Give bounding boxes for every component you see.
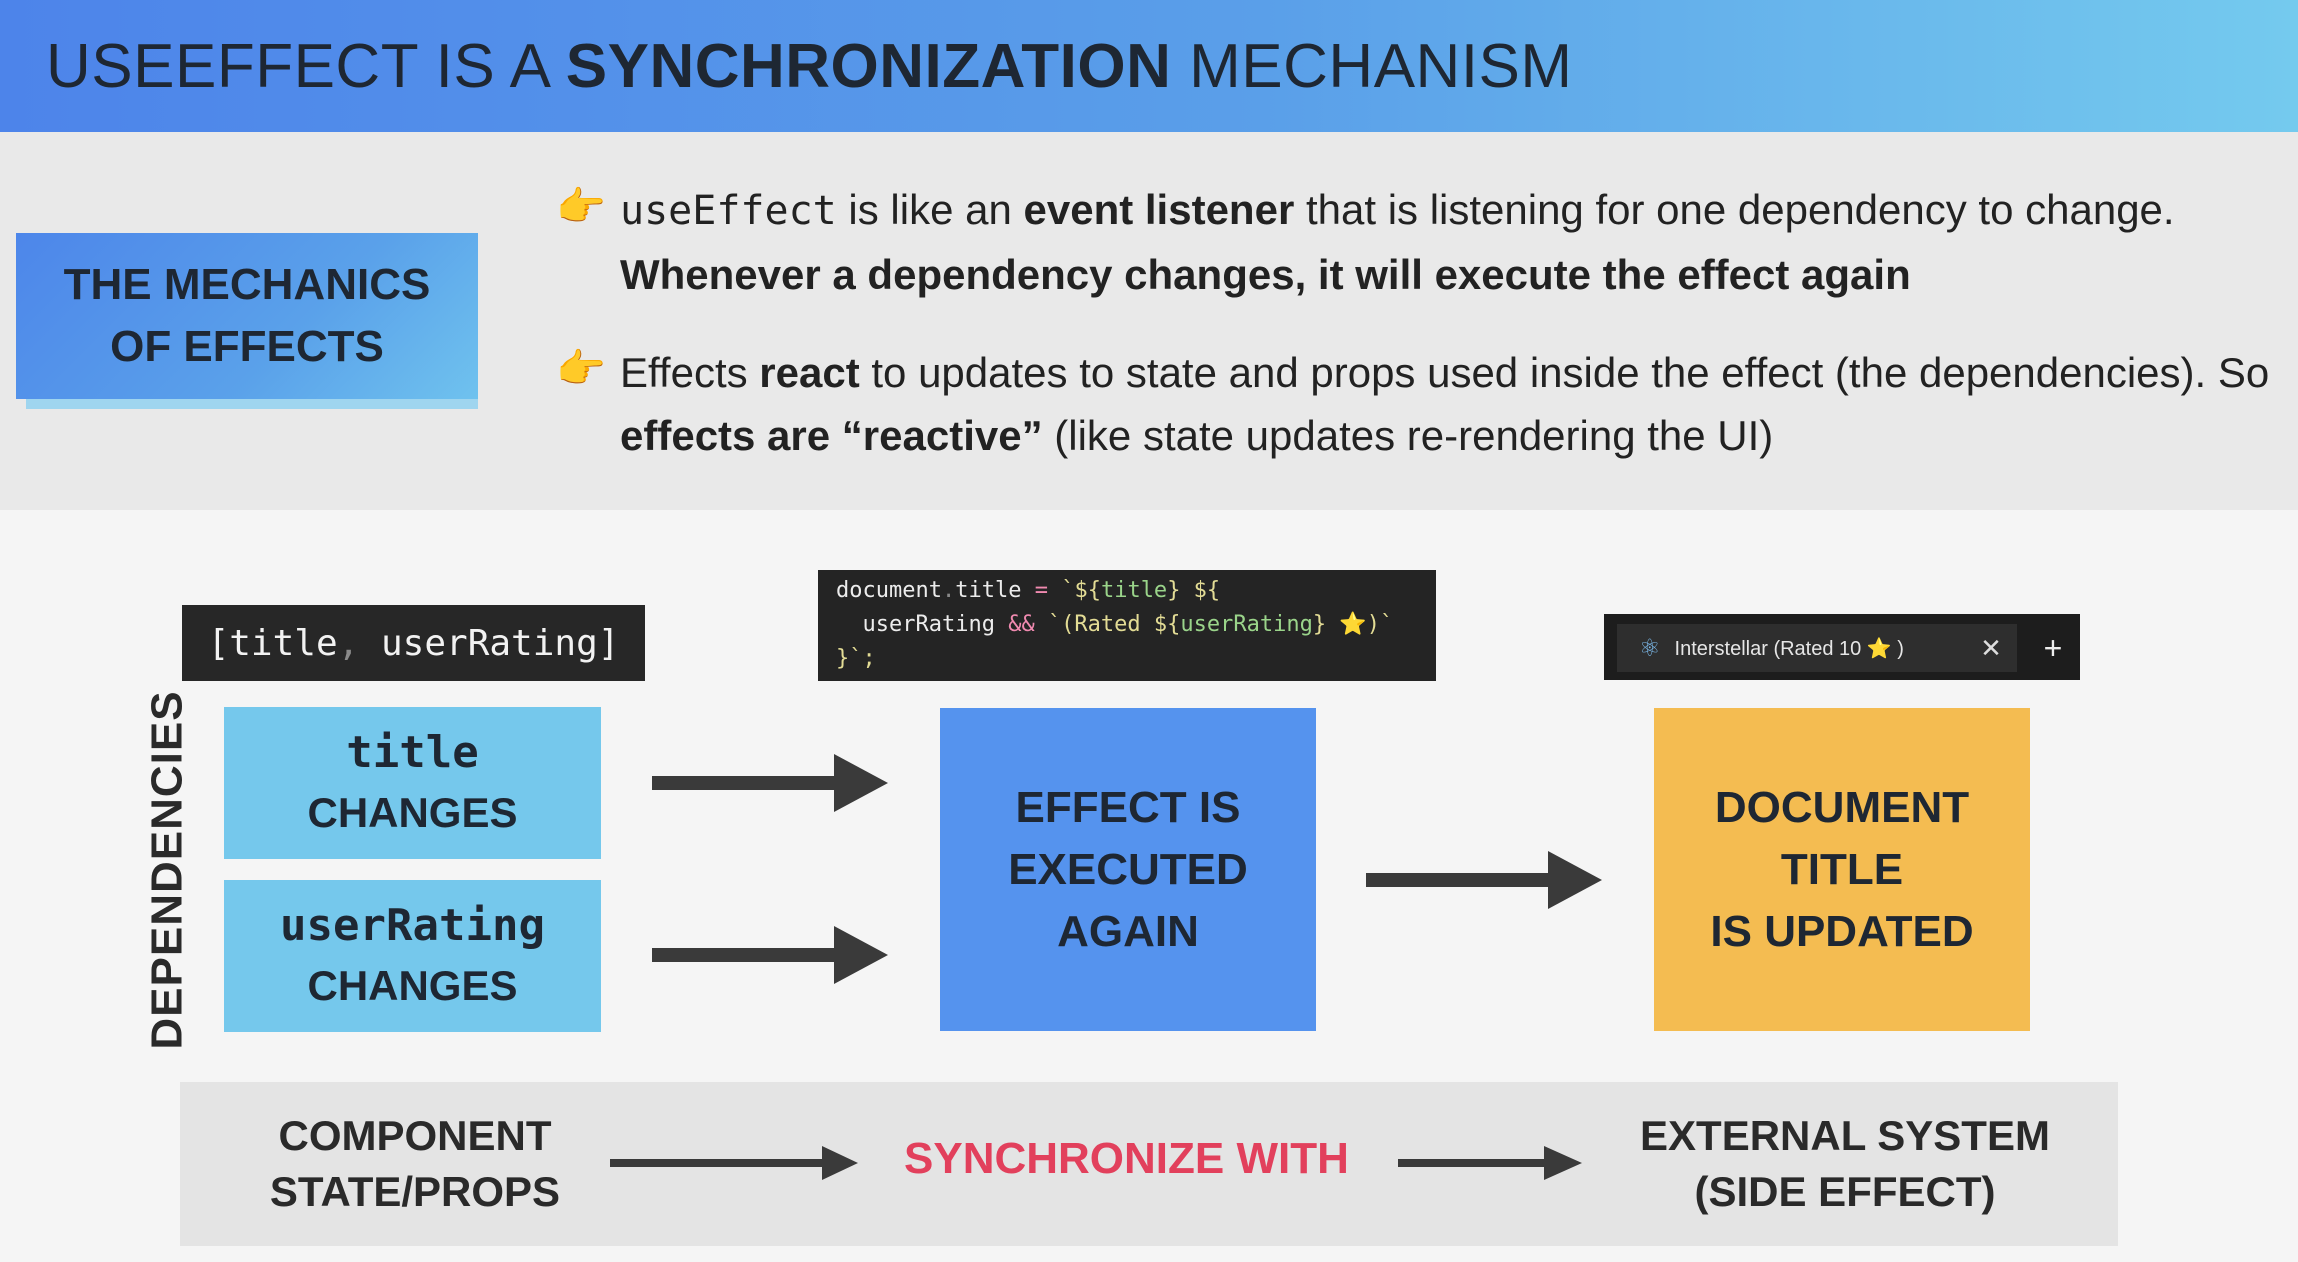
bottom-left-line1: COMPONENT bbox=[278, 1112, 552, 1159]
deps-userrating: userRating bbox=[381, 622, 598, 664]
deps-close: ] bbox=[597, 622, 620, 664]
arrow-rating-to-effect bbox=[652, 926, 888, 984]
page-title: USEEFFECT IS A SYNCHRONIZATION MECHANISM bbox=[46, 14, 1573, 118]
close-icon[interactable]: ✕ bbox=[1980, 632, 2002, 663]
component-state-props-label: COMPONENT STATE/PROPS bbox=[220, 1108, 610, 1220]
doc-line1: DOCUMENT bbox=[1714, 782, 1970, 832]
deps-title: title bbox=[229, 622, 338, 664]
title-changes-box: title CHANGES bbox=[224, 707, 601, 859]
doc-line3: IS UPDATED bbox=[1710, 906, 1974, 956]
doc-line2: TITLE bbox=[1780, 844, 1904, 894]
effect-line2: EXECUTED bbox=[1008, 844, 1248, 894]
effect-executed-box: EFFECT IS EXECUTED AGAIN bbox=[940, 708, 1316, 1031]
bullet-2: Effects react to updates to state and pr… bbox=[620, 341, 2290, 467]
mechanics-line1: THE MECHANICS bbox=[63, 260, 431, 309]
title-part2: MECHANISM bbox=[1171, 31, 1573, 101]
code-token: = bbox=[1021, 578, 1062, 603]
code-token: `${ bbox=[1061, 578, 1101, 603]
mechanics-box: THE MECHANICS OF EFFECTS bbox=[16, 233, 478, 399]
title-part1: USEEFFECT IS A bbox=[46, 31, 566, 101]
userrating-changes-box: userRating CHANGES bbox=[224, 880, 601, 1032]
document-title-updated-box: DOCUMENT TITLE IS UPDATED bbox=[1654, 708, 2030, 1031]
title-changes-caps: CHANGES bbox=[307, 789, 518, 836]
title-changes-mono: title bbox=[346, 727, 479, 778]
title-bold: SYNCHRONIZATION bbox=[565, 31, 1172, 101]
bullet-1-code: useEffect bbox=[620, 188, 837, 234]
code-token: `(Rated ${ bbox=[1047, 612, 1181, 637]
pointing-hand-icon: 👉 bbox=[556, 347, 606, 391]
deps-open: [ bbox=[207, 622, 230, 664]
mechanics-line2: OF EFFECTS bbox=[110, 322, 384, 371]
external-system-label: EXTERNAL SYSTEM (SIDE EFFECT) bbox=[1600, 1108, 2090, 1220]
header-bar bbox=[0, 0, 2298, 132]
react-logo-icon: ⚛ bbox=[1639, 634, 1661, 662]
code-line-2: userRating && `(Rated ${userRating} ⭐)` bbox=[836, 608, 1436, 642]
userrating-changes-caps: CHANGES bbox=[307, 962, 518, 1009]
browser-tab-label: Interstellar (Rated 10 ⭐ ) bbox=[1674, 637, 1904, 660]
code-line-1: document.title = `${title} ${ bbox=[836, 574, 1436, 608]
effect-line1: EFFECT IS bbox=[1015, 782, 1241, 832]
code-token: userRating bbox=[862, 612, 995, 637]
bullet-2-b1: react bbox=[759, 349, 860, 396]
pointing-hand-icon: 👉 bbox=[556, 185, 606, 229]
browser-tab[interactable]: ⚛ Interstellar (Rated 10 ⭐ ) bbox=[1617, 624, 2017, 672]
arrow-bottom-right bbox=[1398, 1146, 1582, 1180]
bottom-left-line2: STATE/PROPS bbox=[269, 1168, 561, 1215]
code-token: } ⭐)` bbox=[1312, 612, 1394, 637]
effect-code-snippet: document.title = `${title} ${ userRating… bbox=[818, 570, 1436, 681]
synchronize-with-label: SYNCHRONIZE WITH bbox=[904, 1134, 1349, 1183]
deps-comma: , bbox=[337, 622, 360, 664]
code-line-3: }`; bbox=[836, 642, 1436, 676]
bullet-1-t2: that is listening for one dependency to … bbox=[1294, 186, 2175, 233]
arrow-effect-to-doc bbox=[1366, 851, 1602, 909]
arrow-bottom-left bbox=[610, 1146, 858, 1180]
bullet-2-t1: Effects bbox=[620, 349, 760, 396]
code-token: && bbox=[994, 612, 1048, 637]
bullet-1: useEffect is like an event listener that… bbox=[620, 178, 2260, 306]
bullet-1-t1: is like an bbox=[836, 186, 1024, 233]
bottom-right-line1: EXTERNAL SYSTEM bbox=[1640, 1112, 2050, 1159]
bottom-right-line2: (SIDE EFFECT) bbox=[1694, 1168, 1996, 1215]
code-token: userRating bbox=[1180, 612, 1313, 637]
code-token: title bbox=[955, 578, 1022, 603]
userrating-changes-mono: userRating bbox=[280, 900, 545, 951]
new-tab-button[interactable]: + bbox=[2043, 629, 2063, 666]
bottom-band bbox=[180, 1082, 2118, 1246]
code-token: . bbox=[941, 578, 956, 603]
code-token: title bbox=[1100, 578, 1168, 603]
bullet-2-b2: effects are “reactive” bbox=[620, 412, 1043, 459]
bullet-1-b2: Whenever a dependency changes, it will e… bbox=[620, 251, 1911, 298]
effect-line3: AGAIN bbox=[1057, 906, 1199, 956]
bullet-2-t2: to updates to state and props used insid… bbox=[859, 349, 2270, 396]
code-token: } ${ bbox=[1167, 578, 1221, 603]
code-token: document bbox=[836, 578, 942, 603]
dependency-array-code: [title, userRating] bbox=[182, 605, 645, 681]
arrow-title-to-effect bbox=[652, 754, 888, 812]
bullet-1-b1: event listener bbox=[1023, 186, 1295, 233]
bullet-2-t3: (like state updates re-rendering the UI) bbox=[1042, 412, 1774, 459]
code-token: }`; bbox=[836, 646, 876, 671]
